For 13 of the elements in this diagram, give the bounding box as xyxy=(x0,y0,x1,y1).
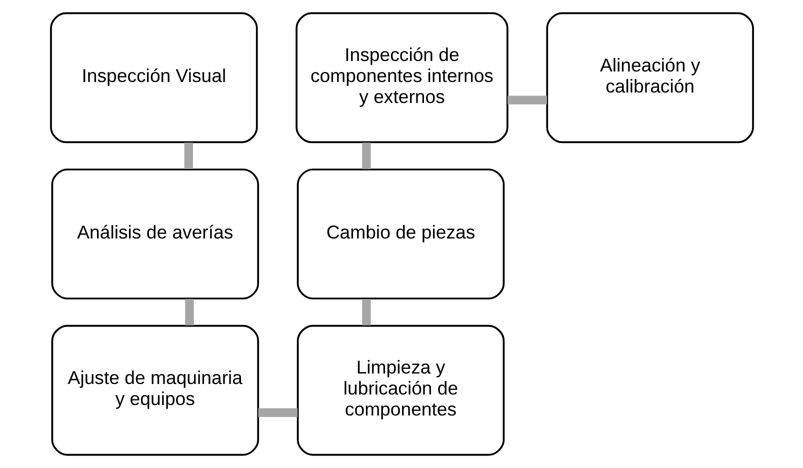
connector xyxy=(184,142,192,170)
node-box: Ajuste de maquinaria y equipos xyxy=(50,324,259,456)
node-box: Limpieza y lubricación de componentes xyxy=(296,324,504,456)
node-box: Cambio de piezas xyxy=(296,168,504,300)
connector xyxy=(184,298,194,326)
node-box: Inspección de componentes internos y externos xyxy=(295,12,508,144)
node-box: Inspección Visual xyxy=(50,12,258,144)
node-box: Alineación y calibración xyxy=(546,12,754,144)
connector xyxy=(362,142,370,170)
connector xyxy=(258,408,298,417)
node-box: Análisis de averías xyxy=(50,168,259,300)
connector xyxy=(507,96,546,104)
connector xyxy=(362,298,370,326)
